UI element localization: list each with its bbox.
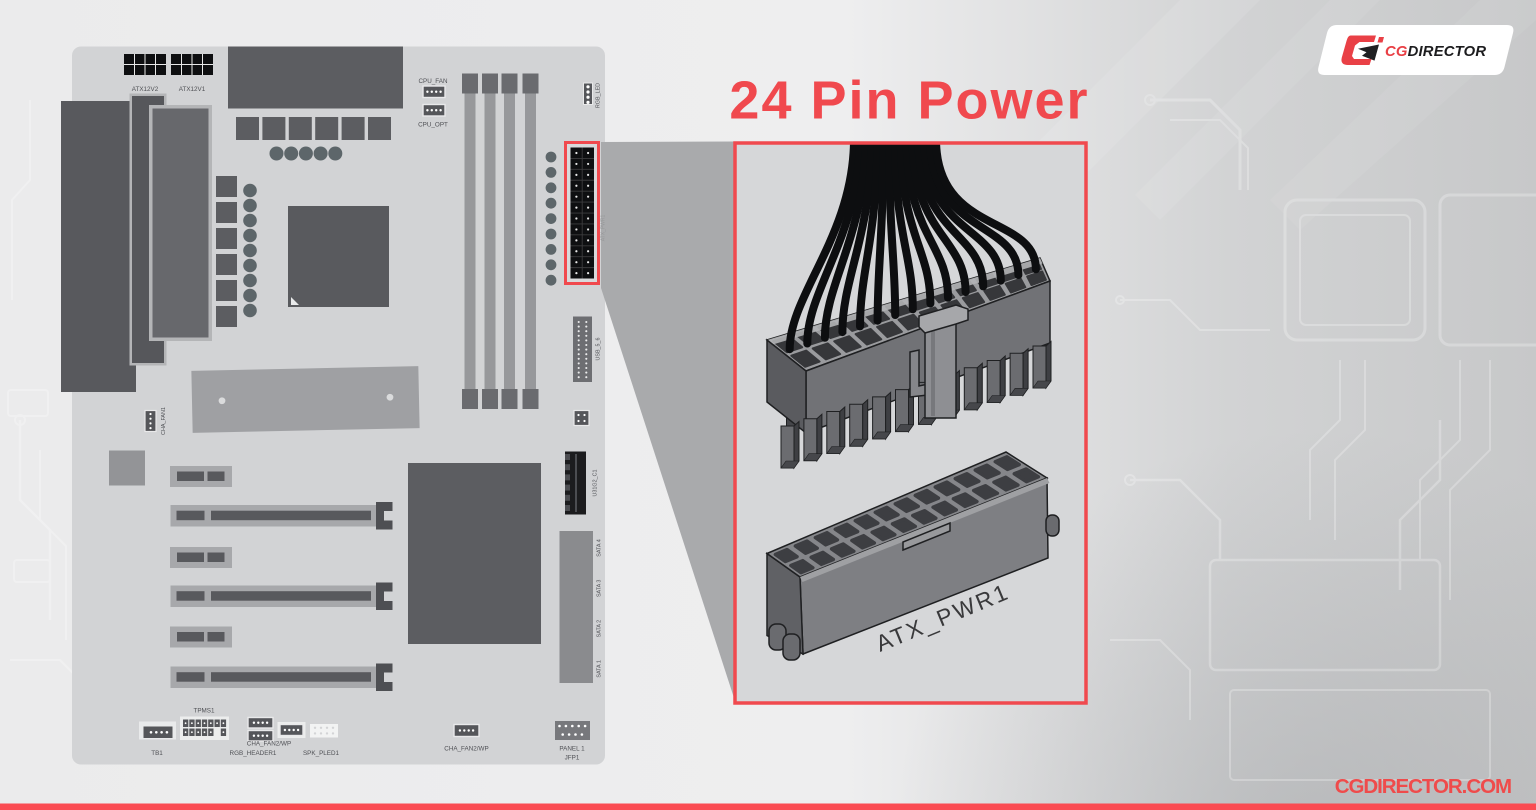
svg-text:ATX12V1: ATX12V1 xyxy=(179,86,206,93)
svg-text:CGDIRECTOR: CGDIRECTOR xyxy=(1385,44,1486,60)
svg-text:JFP1: JFP1 xyxy=(565,755,580,762)
svg-text:CHA_FAN1: CHA_FAN1 xyxy=(161,407,167,435)
svg-text:CHA_FAN2/WP: CHA_FAN2/WP xyxy=(444,746,488,753)
svg-text:CGDIRECTOR.COM: CGDIRECTOR.COM xyxy=(1335,775,1511,798)
svg-text:24 Pin Power: 24 Pin Power xyxy=(729,71,1089,131)
svg-text:SATA 4: SATA 4 xyxy=(597,539,603,556)
svg-text:SATA 3: SATA 3 xyxy=(597,580,603,597)
svg-text:CPU_OPT: CPU_OPT xyxy=(418,122,448,129)
svg-text:ATX_PWR1: ATX_PWR1 xyxy=(601,214,607,241)
svg-text:CHA_FAN2/WP: CHA_FAN2/WP xyxy=(247,741,291,748)
svg-text:TPMS1: TPMS1 xyxy=(194,708,215,715)
svg-text:RGB_HEADER1: RGB_HEADER1 xyxy=(230,750,277,757)
svg-text:RGB_LED: RGB_LED xyxy=(596,83,602,108)
svg-text:USB_5_6: USB_5_6 xyxy=(596,337,602,360)
svg-text:PANEL 1: PANEL 1 xyxy=(559,746,585,753)
svg-text:SPK_PLED1: SPK_PLED1 xyxy=(303,750,340,757)
svg-text:TB1: TB1 xyxy=(151,750,163,757)
svg-text:SATA 2: SATA 2 xyxy=(597,620,603,637)
svg-text:CPU_FAN: CPU_FAN xyxy=(418,78,447,85)
svg-text:SATA 1: SATA 1 xyxy=(597,660,603,677)
svg-text:U31G2_C1: U31G2_C1 xyxy=(593,470,599,497)
svg-text:ATX12V2: ATX12V2 xyxy=(132,86,159,93)
